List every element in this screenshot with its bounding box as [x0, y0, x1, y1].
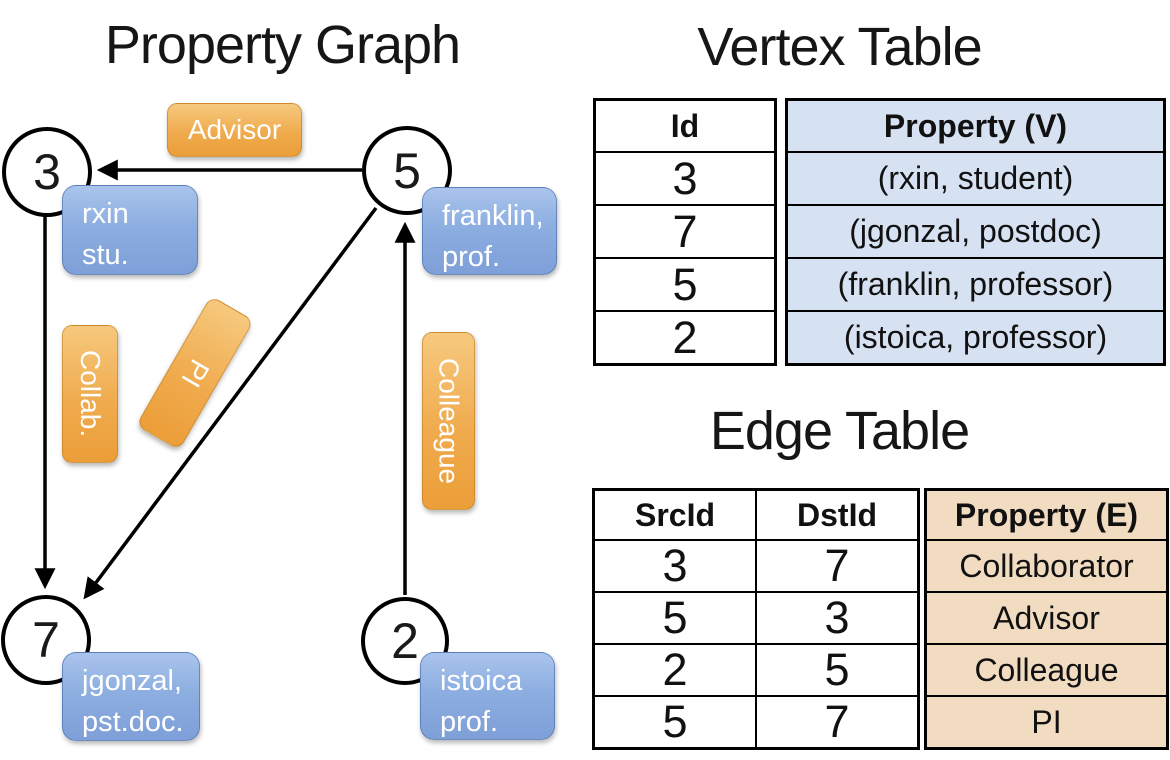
- edge-row-srcid: 2: [595, 643, 755, 695]
- vertex-row-property: (franklin, professor): [788, 257, 1163, 310]
- property-box-franklin-line1: franklin,: [442, 200, 544, 232]
- edge-row-property: Collaborator: [927, 539, 1166, 591]
- vertex-table: Id 3 7 5 2 Property (V) (rxin, student) …: [593, 98, 1166, 366]
- node-2-label: 2: [391, 613, 419, 669]
- vertex-row-property: (istoica, professor): [788, 310, 1163, 363]
- edge-row-srcid: 5: [595, 695, 755, 747]
- edge-header-srcid: SrcId: [634, 496, 716, 533]
- edge-row-property: PI: [927, 695, 1166, 747]
- property-box-istoica: istoica prof.: [420, 652, 555, 740]
- edge-table-title: Edge Table: [709, 401, 970, 461]
- property-box-franklin-line2: prof.: [442, 241, 501, 273]
- edge-label-advisor-text: Advisor: [187, 114, 282, 145]
- vertex-row-id: 3: [596, 151, 774, 204]
- edge-row-dstid: 7: [757, 695, 917, 747]
- edge-row-property: Advisor: [927, 591, 1166, 643]
- edge-row-srcid: 3: [595, 539, 755, 591]
- edge-label-collab-text: Collab.: [75, 350, 106, 438]
- property-box-rxin: rxin stu.: [62, 185, 198, 275]
- property-box-jgonzal-line2: pst.doc.: [82, 706, 184, 738]
- node-7-label: 7: [32, 612, 60, 668]
- vertex-row-property: (jgonzal, postdoc): [788, 204, 1163, 257]
- vertex-row-id: 2: [596, 310, 774, 363]
- edge-table-property-group: Property (E) Collaborator Advisor Collea…: [924, 488, 1169, 750]
- vertex-table-title: Vertex Table: [697, 17, 982, 77]
- property-box-jgonzal: jgonzal, pst.doc.: [62, 652, 200, 741]
- property-box-istoica-line2: prof.: [440, 706, 499, 738]
- property-box-franklin: franklin, prof.: [422, 187, 557, 275]
- property-box-rxin-line1: rxin: [82, 198, 129, 230]
- edge-label-colleague: Colleague: [422, 332, 475, 510]
- property-box-istoica-line1: istoica: [440, 665, 523, 697]
- edge-row-srcid: 5: [595, 591, 755, 643]
- edge-row-dstid: 3: [757, 591, 917, 643]
- vertex-row-property: (rxin, student): [788, 151, 1163, 204]
- node-5-label: 5: [393, 142, 421, 199]
- graph-edges-layer: [34, 159, 416, 600]
- vertex-table-id-group: Id 3 7 5 2: [593, 98, 777, 366]
- edge-label-advisor: Advisor: [167, 103, 302, 157]
- edge-label-pi-text: PI: [175, 354, 216, 393]
- edge-label-colleague-text: Colleague: [433, 357, 465, 485]
- edge-row-dstid: 5: [757, 643, 917, 695]
- property-graph-title: Property Graph: [104, 15, 461, 75]
- vertex-header-property: Property (V): [788, 101, 1163, 151]
- vertex-row-id: 5: [596, 257, 774, 310]
- edge-table-column-gap: [920, 488, 924, 750]
- edge-pi-5-to-7: [83, 206, 378, 600]
- vertex-header-id: Id: [670, 107, 700, 144]
- edge-header-dstid: DstId: [797, 496, 877, 533]
- edge-label-collab: Collab.: [62, 325, 118, 463]
- property-box-rxin-line2: stu.: [82, 239, 129, 271]
- node-3-label: 3: [33, 144, 61, 200]
- vertex-table-property-group: Property (V) (rxin, student) (jgonzal, p…: [785, 98, 1166, 366]
- property-box-jgonzal-line1: jgonzal,: [82, 665, 182, 697]
- edge-row-property: Colleague: [927, 643, 1166, 695]
- vertex-row-id: 7: [596, 204, 774, 257]
- edge-row-dstid: 7: [757, 539, 917, 591]
- graph-node-2: 2: [361, 597, 449, 685]
- edge-header-property: Property (E): [954, 496, 1139, 533]
- edge-table-ids-group: SrcId 3 5 2 5 DstId 7 3 5 7: [592, 488, 920, 750]
- graph-node-5: 5: [362, 126, 452, 215]
- edge-table: SrcId 3 5 2 5 DstId 7 3 5 7 Property (E)…: [592, 488, 1169, 750]
- vertex-table-column-gap: [777, 98, 785, 366]
